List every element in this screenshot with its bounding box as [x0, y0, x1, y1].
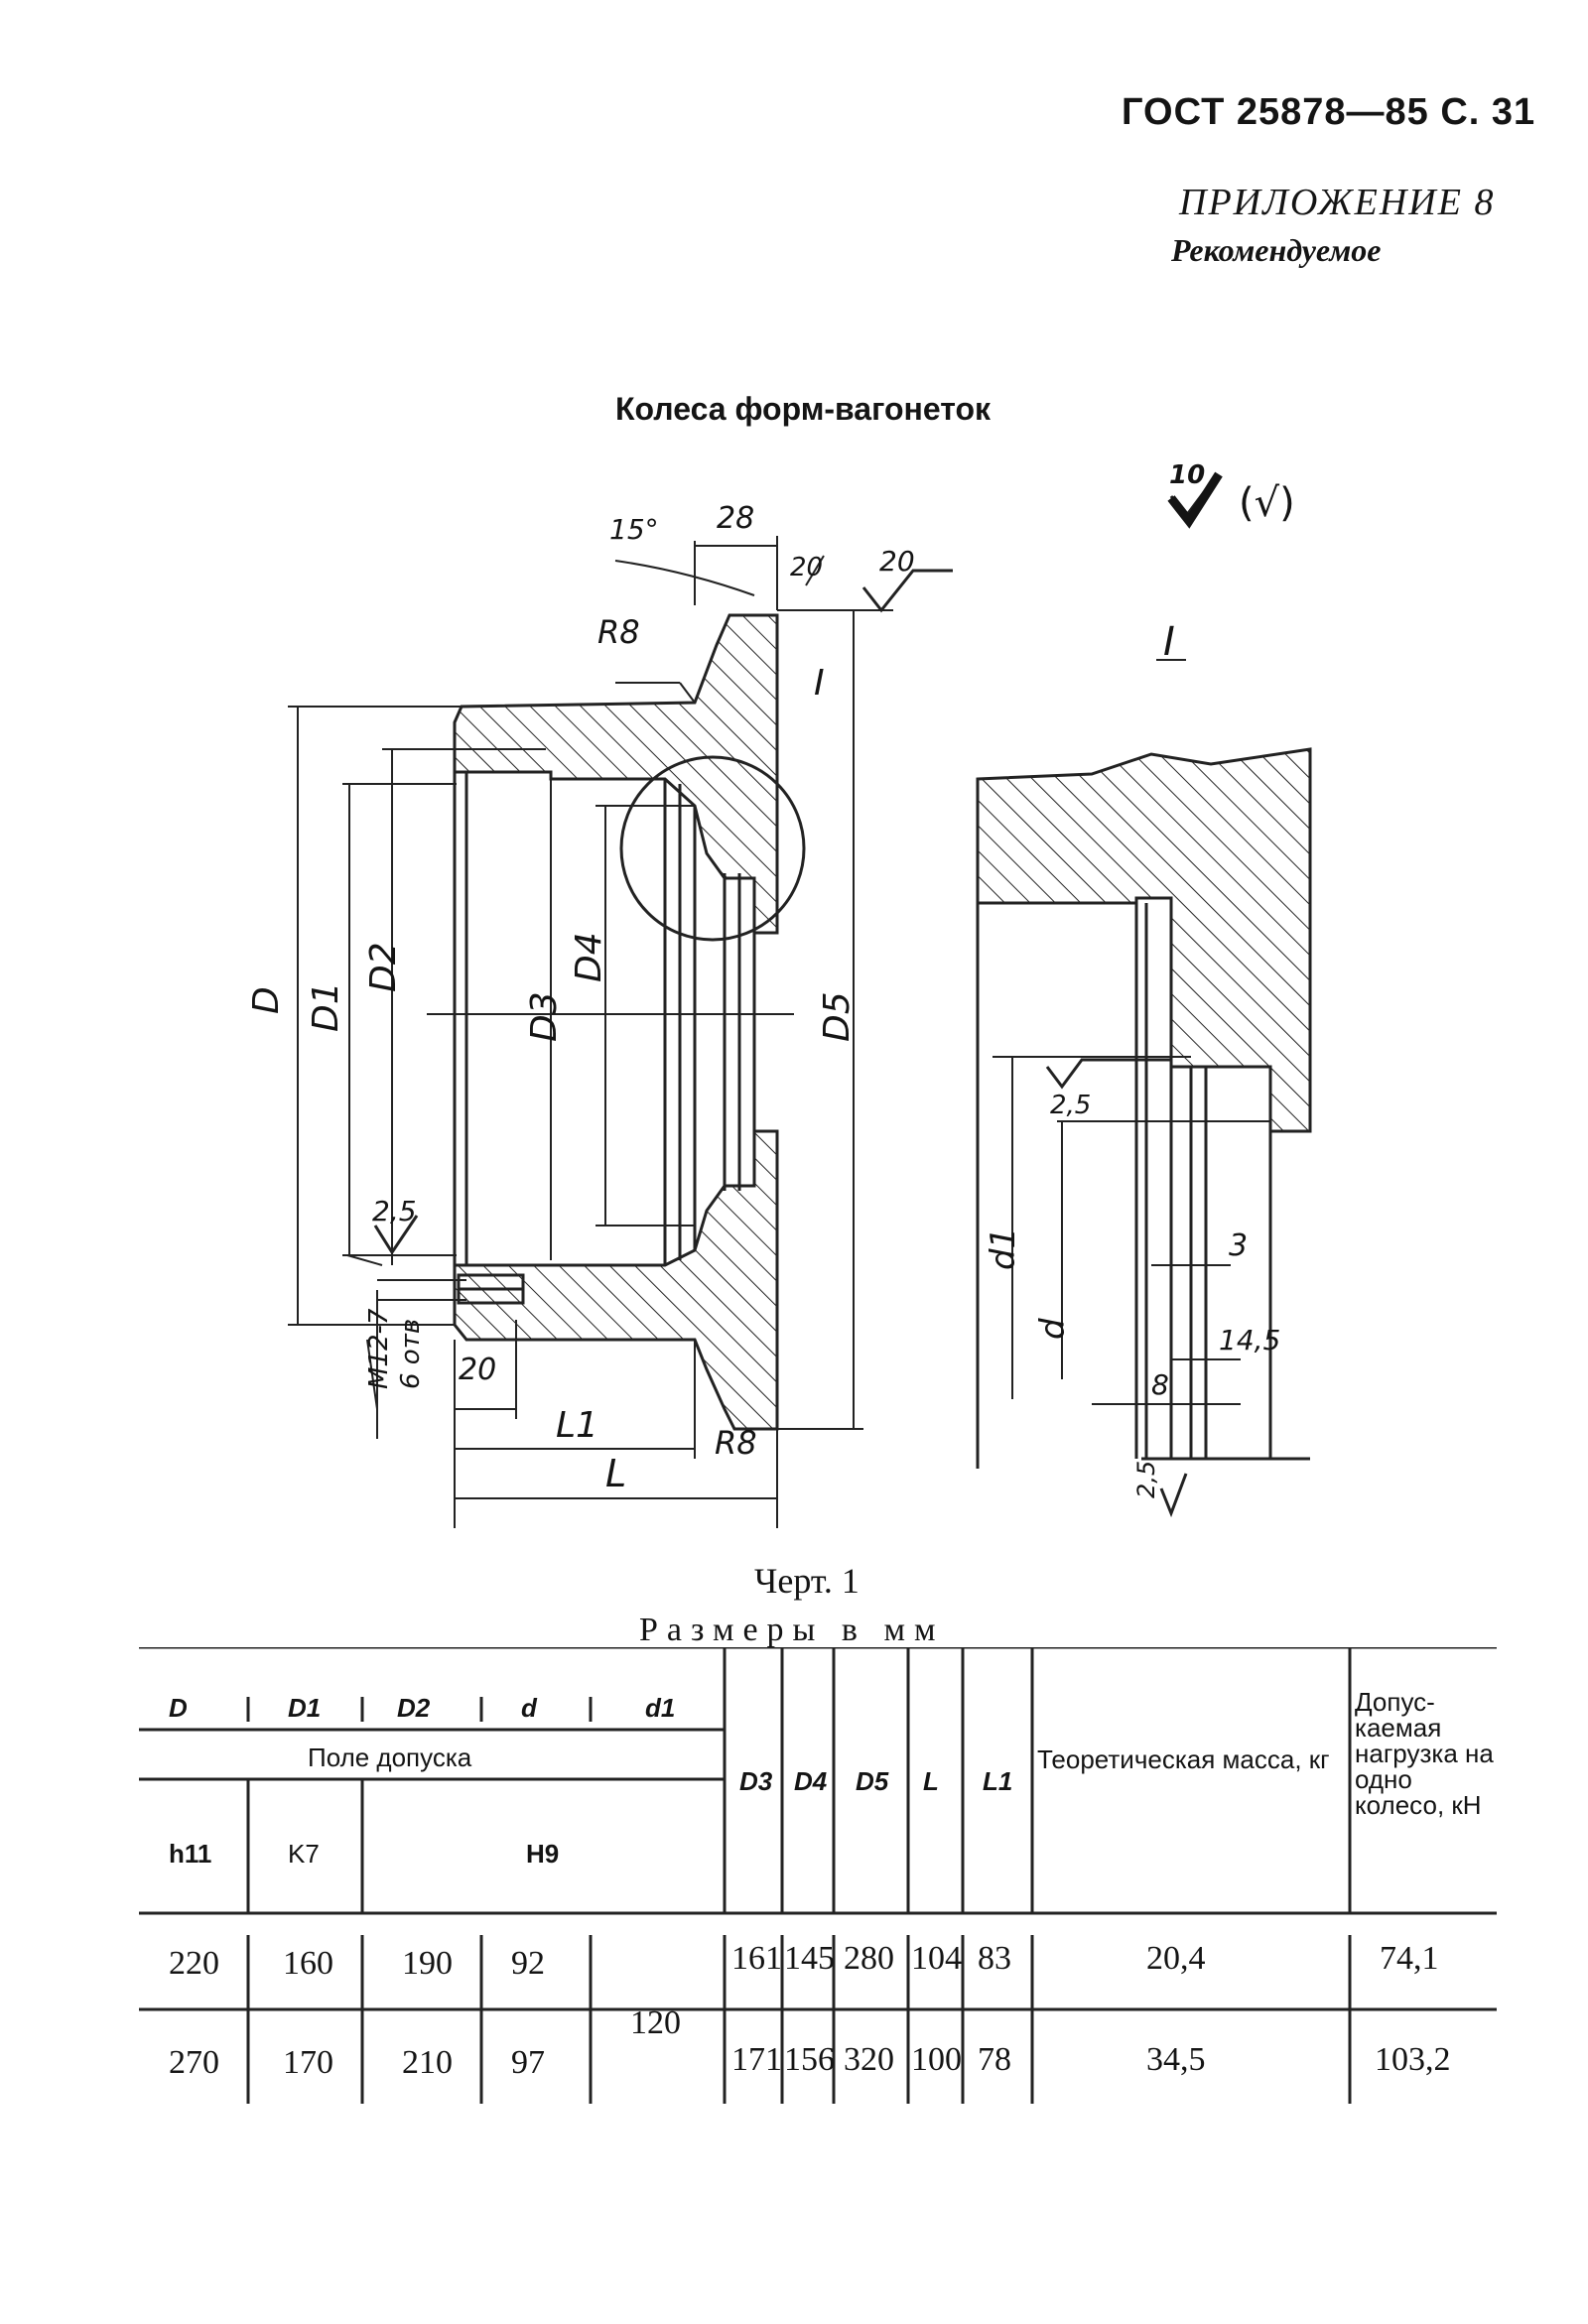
rough-top-label: 20	[790, 553, 823, 582]
row1-mass: 20,4	[1146, 1940, 1206, 1977]
col-D: D	[169, 1693, 188, 1723]
top-width-label: 28	[717, 501, 754, 536]
hole-dist-label: 20	[459, 1353, 496, 1387]
radius-bottom-label: R8	[715, 1424, 757, 1462]
row2-mass: 34,5	[1146, 2041, 1206, 2078]
table-grid	[139, 1647, 1497, 2104]
col-L: L	[923, 1766, 939, 1796]
dim-D1: D1	[306, 981, 346, 1032]
view-label: I	[1163, 619, 1175, 665]
dim-L: L	[605, 1452, 626, 1495]
angle-label: 15°	[609, 513, 659, 546]
rough-right-label: 20	[879, 545, 915, 578]
dim-D5: D5	[817, 991, 858, 1042]
wheel-section-top	[453, 613, 779, 935]
row2-L1: 78	[978, 2041, 1011, 2078]
col-d1: d1	[645, 1693, 676, 1723]
detail-3-label: 3	[1229, 1228, 1248, 1263]
detail-view	[976, 747, 1312, 1469]
row2-D2: 210	[402, 2044, 453, 2081]
d1-shared: 120	[630, 2004, 681, 2041]
tol-K7: K7	[288, 1839, 320, 1869]
row1-D3: 161	[731, 1940, 782, 1977]
row2-D5: 320	[844, 2041, 894, 2078]
row2-L: 100	[911, 2041, 962, 2078]
row1-load: 74,1	[1380, 1940, 1439, 1977]
circle-label: I	[814, 663, 825, 704]
col-load: Допус-каемая нагрузка на одно колесо, кН	[1355, 1687, 1494, 1820]
dim-D: D	[246, 986, 287, 1014]
row2-D1: 170	[283, 2044, 333, 2081]
col-d: d	[521, 1693, 537, 1723]
roughness-check-icon	[1167, 471, 1223, 529]
row2-load: 103,2	[1375, 2041, 1451, 2078]
page-title: Колеса форм-вагонеток	[615, 391, 992, 427]
dim-D2: D2	[363, 942, 404, 992]
row1-d: 92	[511, 1945, 545, 1982]
dim-D4: D4	[569, 932, 609, 982]
detail-rough-bottom-label: 2,5	[1132, 1461, 1160, 1498]
hole-thread-label: M12-7	[364, 1308, 394, 1389]
detail-8-label: 8	[1151, 1368, 1169, 1401]
roughness-main-label: 10	[1169, 460, 1205, 490]
wheel-section-bottom	[453, 1129, 779, 1431]
row1-D1: 160	[283, 1945, 333, 1982]
detail-14-5-label: 14,5	[1219, 1324, 1280, 1356]
dimensions-table: D D1 D2 d d1 Поле допуска h11 K7 H9 D3 D…	[139, 1647, 1497, 2104]
tol-H9: H9	[526, 1839, 560, 1869]
row1-D: 220	[169, 1945, 219, 1982]
roughness-other-label: (√)	[1239, 480, 1295, 526]
col-D4: D4	[794, 1766, 828, 1796]
technical-drawing: 15° 28 20 20 R8 R8 I D D1 D2 D3 D4 D5 2,…	[246, 460, 1312, 1528]
appendix-status: Рекомендуемое	[1171, 232, 1382, 268]
bore-outline	[453, 772, 756, 1265]
radius-top-label: R8	[597, 613, 640, 651]
detail-rough-label: 2,5	[1050, 1091, 1091, 1120]
row1-L1: 83	[978, 1940, 1011, 1977]
dim-L1: L1	[556, 1405, 598, 1446]
roughness-marks	[373, 475, 1218, 1518]
detail-circle	[619, 755, 806, 942]
row2-D3: 171	[731, 2041, 782, 2078]
row2-D4: 156	[784, 2041, 835, 2078]
row2-d: 97	[511, 2044, 545, 2081]
row1-D4: 145	[784, 1940, 835, 1977]
tapped-hole	[457, 1273, 525, 1305]
row1-L: 104	[911, 1940, 962, 1977]
dim-d: d	[1033, 1318, 1073, 1340]
dim-D3: D3	[524, 991, 565, 1042]
col-D1: D1	[288, 1693, 322, 1723]
hole-count-label: 6 отв	[396, 1319, 426, 1389]
row1-D5: 280	[844, 1940, 894, 1977]
col-mass: Теоретическая масса, кг	[1037, 1744, 1330, 1774]
rough-left-label: 2,5	[372, 1195, 417, 1227]
col-D5: D5	[856, 1766, 889, 1796]
dim-d1: d1	[984, 1227, 1023, 1270]
document-reference: ГОСТ 25878—85 С. 31	[1122, 91, 1536, 133]
figure-caption: Черт. 1	[754, 1561, 860, 1601]
col-L1: L1	[983, 1766, 1013, 1796]
tolerance-field-header: Поле допуска	[308, 1743, 472, 1772]
row1-D2: 190	[402, 1945, 453, 1982]
row2-D: 270	[169, 2044, 219, 2081]
table-title: Размеры в мм	[639, 1612, 945, 1648]
col-D2: D2	[397, 1693, 431, 1723]
tol-h11: h11	[169, 1839, 212, 1869]
appendix-label: ПРИЛОЖЕНИЕ 8	[1179, 182, 1496, 223]
dimension-lines	[288, 536, 893, 1528]
col-D3: D3	[739, 1766, 773, 1796]
